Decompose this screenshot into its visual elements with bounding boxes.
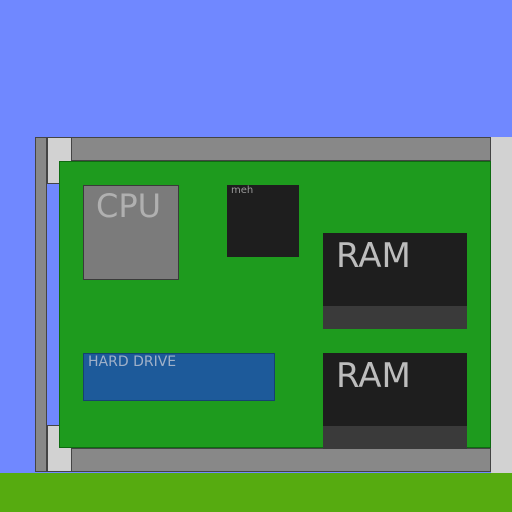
case-side-panel	[491, 137, 512, 473]
chip-label: meh	[231, 185, 254, 196]
ram-icon[interactable]	[323, 353, 467, 449]
chip-icon[interactable]	[227, 185, 299, 257]
case-left-wall	[35, 137, 47, 472]
ground	[0, 473, 512, 512]
ram-contact-strip	[323, 306, 467, 329]
ram-icon[interactable]	[323, 233, 467, 329]
ram-contact-strip	[323, 426, 467, 449]
ram-label: RAM	[336, 236, 411, 276]
cpu-icon[interactable]	[83, 185, 179, 280]
cpu-label: CPU	[96, 187, 162, 225]
hard-drive-label: HARD DRIVE	[88, 354, 177, 370]
ram-label: RAM	[336, 356, 411, 396]
case-bottom-rail	[71, 448, 491, 472]
hard-drive-icon[interactable]	[83, 353, 275, 401]
case-top-rail	[71, 137, 491, 161]
